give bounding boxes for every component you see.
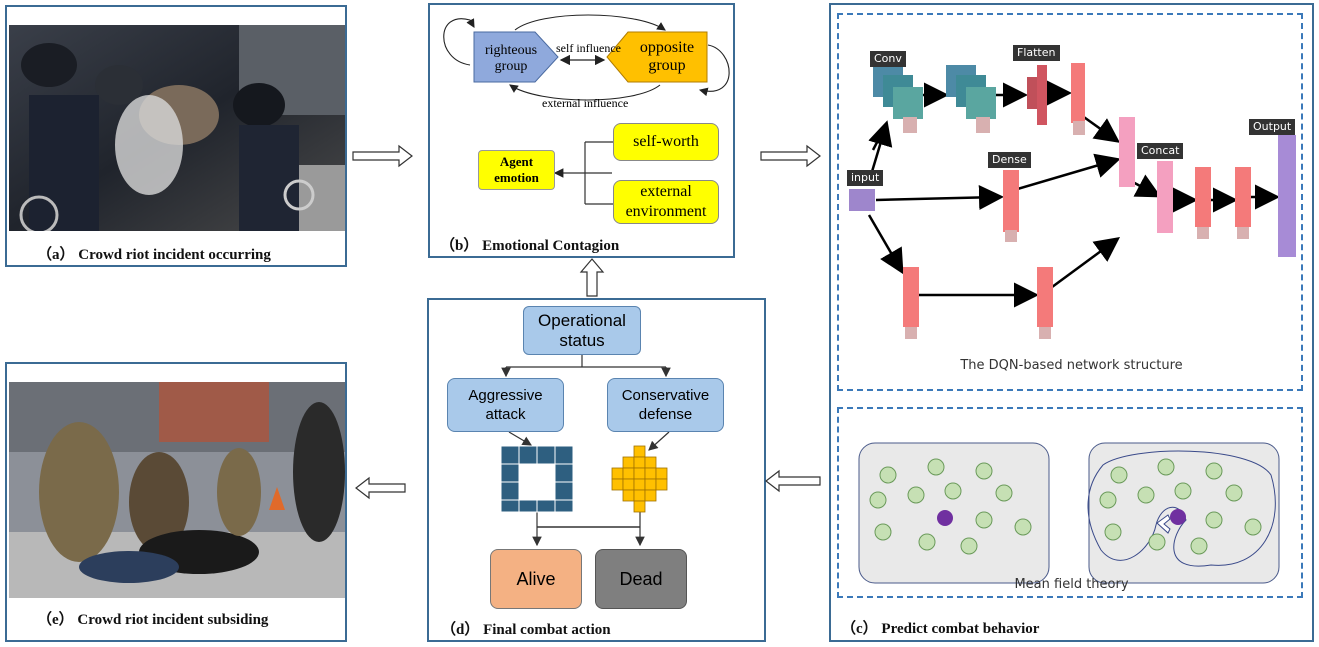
external-influence-label: external influence (542, 96, 629, 110)
mft-box (837, 407, 1303, 598)
post-concat-dense-1 (1195, 167, 1211, 227)
flatten-label: Flatten (1013, 45, 1060, 61)
mft-title: Mean field theory (1014, 577, 1129, 592)
dense-label: Dense (988, 152, 1031, 168)
input-layer (849, 189, 875, 211)
operational-status-box: Operational status (523, 306, 641, 355)
opposite-group-shape (606, 31, 708, 83)
caption-c: （c） Predict combat behavior (841, 621, 1040, 637)
dqn-title: The DQN-based network structure (960, 358, 1183, 373)
caption-e: （e） Crowd riot incident subsiding (37, 612, 269, 628)
arrow-d-to-e (355, 476, 406, 500)
concat-layer (1157, 161, 1173, 233)
conv-block-1 (873, 65, 923, 133)
panel-a: （a） Crowd riot incident occurring (5, 5, 347, 267)
self-worth-box: self-worth (613, 123, 719, 161)
caption-a: （a） Crowd riot incident occurring (37, 247, 271, 263)
lower-dense-1 (903, 267, 919, 327)
riot-photo (9, 25, 345, 231)
conv-label: Conv (870, 51, 906, 67)
dqn-box (837, 13, 1303, 391)
agent-emotion-box: Agent emotion (478, 150, 555, 190)
arrow-d-to-b (579, 258, 605, 297)
caption-d: （d） Final combat action (441, 622, 611, 638)
arrow-b-to-c (760, 144, 821, 168)
external-environment-box: external environment (613, 180, 719, 224)
conv-block-2 (946, 65, 996, 133)
lower-dense-2 (1037, 267, 1053, 327)
conservative-defense-box: Conservative defense (607, 378, 724, 432)
panel-e: （e） Crowd riot incident subsiding (5, 362, 347, 642)
arrow-c-to-d (765, 469, 821, 493)
mft-field-left (858, 442, 1050, 584)
output-label: Output (1249, 119, 1296, 135)
aggressive-attack-box: Aggressive attack (447, 378, 564, 432)
concat-a (1119, 117, 1135, 187)
panel-b: righteous group opposite group self infl… (428, 3, 735, 258)
conservative-grid (611, 445, 668, 513)
alive-box: Alive (490, 549, 582, 609)
righteous-group-label: righteous group (484, 43, 538, 74)
caption-b: （b） Emotional Contagion (440, 238, 620, 254)
dense-after-flatten (1071, 63, 1085, 123)
output-layer (1278, 135, 1296, 257)
panel-d: Operational status Aggressive attack Con… (427, 298, 766, 642)
arrow-a-to-b (352, 144, 413, 168)
arrest-photo (9, 382, 345, 598)
panel-c: Conv Flatten Dense input Concat Output T… (829, 3, 1314, 642)
post-concat-dense-2 (1235, 167, 1251, 227)
self-influence-label: self influence (556, 41, 621, 55)
dead-box: Dead (595, 549, 687, 609)
aggressive-grid (500, 445, 574, 513)
opposite-group-label: opposite group (639, 39, 695, 74)
dense-layer (1003, 170, 1019, 232)
input-label: input (847, 170, 884, 186)
agent-left (937, 510, 953, 526)
agent-right (1170, 509, 1186, 525)
concat-label: Concat (1137, 143, 1184, 159)
righteous-group-shape (473, 31, 559, 83)
